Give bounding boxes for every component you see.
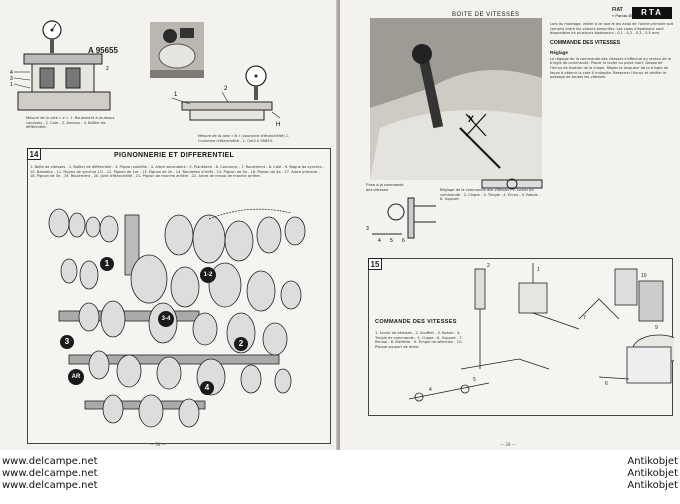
linkage-caption: Réglage de la commande des vitesses : 1.… <box>440 188 541 202</box>
svg-text:1: 1 <box>537 267 540 273</box>
gearshift-photo-image: X <box>370 18 542 180</box>
svg-text:7: 7 <box>583 315 586 321</box>
right-page: BOITE DE VITESSES FIAT « Panda 45 » RTA … <box>340 0 680 450</box>
svg-text:9: 9 <box>655 325 658 331</box>
section-legend: 1. Levier de vitesses - 2. Soufflet - 3.… <box>375 331 463 349</box>
badge-gear-1-2: 1-2 <box>200 267 216 283</box>
svg-text:6: 6 <box>402 238 405 244</box>
figure-measure-b-drawing: 1 2 H <box>171 56 284 134</box>
magazine-spread: 4 3 1 2 A 95655 Mesure de la cote « e ».… <box>0 0 680 450</box>
watermark-line: www.delcampe.net <box>2 468 98 479</box>
workshop-photo <box>150 22 204 78</box>
badge-gear-1: 1 <box>100 257 114 271</box>
dial-gauge-drawing: 4 3 1 2 <box>10 20 111 111</box>
figure-measure-b <box>150 22 204 78</box>
svg-text:1: 1 <box>174 92 178 98</box>
heading-reglage: Réglage <box>550 49 568 55</box>
badge-gear-3: 3 <box>60 335 74 349</box>
section-number: 14 <box>27 148 41 160</box>
section-legend: 1. Boîte de vitesses - 2. Boîtier de dif… <box>30 165 325 179</box>
watermark-line: www.delcampe.net <box>2 480 98 491</box>
svg-text:4: 4 <box>378 238 381 244</box>
section-number: 15 <box>368 258 382 270</box>
svg-text:3: 3 <box>366 226 369 232</box>
watermark-line: www.delcampe.net <box>2 456 98 467</box>
running-title: BOITE DE VITESSES <box>452 12 520 18</box>
gear-control-diagram: 2 1 7 10 9 6 4 5 <box>408 263 674 402</box>
watermark-right: Antikobjet Antikobjet Antikobjet <box>620 456 678 492</box>
section-title: COMMANDE DES VITESSES <box>375 319 457 325</box>
brand-name: FIAT <box>612 7 623 13</box>
left-page-folio: — 38 — <box>150 442 166 447</box>
brand-model: « Panda 45 » <box>612 13 636 18</box>
badge-gear-4: 4 <box>200 381 214 395</box>
svg-text:6: 6 <box>605 381 608 387</box>
gearshift-photo: X <box>370 18 542 180</box>
watermark-left: www.delcampe.net www.delcampe.net www.de… <box>2 456 98 492</box>
gearshift-linkage-drawing: Pose à la commande des vitesses 3 4 5 6 <box>366 178 543 244</box>
section-gear-control: 15 COMMANDE DES VITESSES 1. Levier de vi… <box>368 258 674 416</box>
page-gutter <box>336 0 342 450</box>
svg-text:2: 2 <box>106 66 109 72</box>
figure-b-caption: Mesure de la cote « B » (couronne d'étan… <box>198 134 290 143</box>
svg-text:2: 2 <box>224 86 228 92</box>
svg-text:2: 2 <box>487 263 490 269</box>
svg-text:5: 5 <box>473 377 476 383</box>
dial-gauge-setup-drawing: 1 2 H <box>171 65 280 128</box>
svg-text:4: 4 <box>10 70 13 76</box>
badge-gear-3-4: 3-4 <box>158 311 174 327</box>
left-page: 4 3 1 2 A 95655 Mesure de la cote « e ».… <box>0 0 338 450</box>
page-header: BOITE DE VITESSES FIAT « Panda 45 » RTA <box>340 4 680 19</box>
badge-gear-2: 2 <box>234 337 248 351</box>
svg-text:4: 4 <box>429 387 432 393</box>
svg-text:H: H <box>276 122 280 128</box>
heading-commande: COMMANDE DES VITESSES <box>550 39 621 46</box>
watermark-line: Antikobjet <box>627 468 678 479</box>
section-title: PIGNONNERIE ET DIFFERENTIEL <box>114 152 235 159</box>
badge-reverse: AR <box>68 369 84 385</box>
watermark-line: Antikobjet <box>627 456 678 467</box>
svg-text:5: 5 <box>390 238 393 244</box>
svg-text:Pose à la commande: Pose à la commande <box>366 182 404 187</box>
svg-text:3: 3 <box>10 76 13 82</box>
watermark-line: Antikobjet <box>627 480 678 491</box>
svg-text:1: 1 <box>10 82 13 88</box>
exploded-gear-diagram <box>48 208 306 428</box>
section-gears-differential: 14 PIGNONNERIE ET DIFFERENTIEL 1. Boîte … <box>27 148 331 444</box>
svg-text:10: 10 <box>641 273 647 279</box>
rta-logo: RTA <box>632 7 672 19</box>
figure-measure-e: 4 3 1 2 <box>10 10 120 138</box>
column-body: Le réglage de la commande des vitesses s… <box>550 56 671 80</box>
text-column: Lors du montage, veiller à ce que le jeu… <box>550 22 674 80</box>
figure-reference-code: A 95655 <box>88 46 118 55</box>
column-intro: Lors du montage, veiller à ce que le jeu… <box>550 22 674 36</box>
right-page-folio: — 39 — <box>500 442 516 447</box>
figure-a-caption: Mesure de la cote « e ». 1. Roulement à … <box>26 116 115 130</box>
svg-text:des vitesses: des vitesses <box>366 187 388 192</box>
